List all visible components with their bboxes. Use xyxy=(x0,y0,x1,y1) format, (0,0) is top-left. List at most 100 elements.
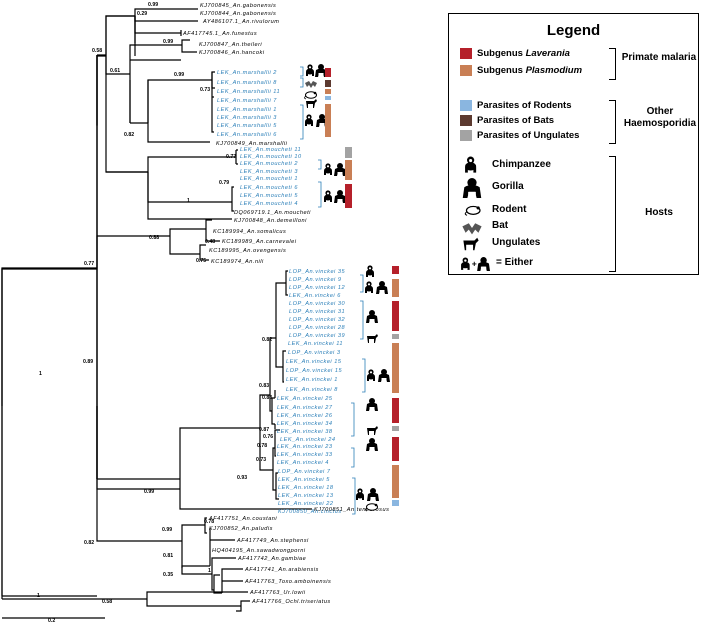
tip-label: LEK_An.vinckei 13 xyxy=(278,493,334,499)
support-value: 0.89 xyxy=(83,359,93,365)
host-bar xyxy=(392,334,399,339)
support-value: 0.99 xyxy=(144,489,154,495)
host-bar xyxy=(392,279,399,297)
chimpanzee-icon xyxy=(366,265,374,277)
hosts-label: Hosts xyxy=(645,207,673,218)
support-value: 0.73 xyxy=(256,457,266,463)
host-bar xyxy=(392,437,399,461)
tip-label: LEK_An.vinckei 38 xyxy=(277,429,333,435)
gorilla-icon xyxy=(366,310,378,323)
tip-label: AF417741_An.arabiensis xyxy=(244,567,319,573)
tip-label: KJ700852_An.paludis xyxy=(209,526,273,532)
support-value: 0.77 xyxy=(84,261,94,267)
primate-malaria-label: Primate malaria xyxy=(621,52,697,63)
tip-label: AF417751_An.coustani xyxy=(208,516,277,522)
tip-label: KJ700848_An.demeilloni xyxy=(234,218,307,224)
tip-label: LEK_An.vinckei 33 xyxy=(277,452,333,458)
tip-label: AF417742_An.gambiae xyxy=(237,556,306,562)
tip-label: LOP_An.vinckei 30 xyxy=(289,301,345,307)
tip-label: AF417763_Ur.lowii xyxy=(249,590,306,596)
support-values: 0.99 0.29 0.58 0.99 0.61 0.99 0.73 0.82 … xyxy=(37,2,273,624)
tip-label: LEK_An.vinckei 22 xyxy=(278,501,334,507)
host-bar xyxy=(325,104,331,137)
host-bar xyxy=(392,266,399,274)
ungulate-icon xyxy=(306,99,317,108)
chimpanzee-icon xyxy=(365,281,373,293)
tip-label: KJ700845_An.gabonensis xyxy=(200,3,276,9)
support-value: 0.82 xyxy=(84,540,94,546)
tip-label: AF417749_An.stephensi xyxy=(236,538,309,544)
tip-label: LEK_An.vinckei 26 xyxy=(277,413,333,419)
host-bar xyxy=(325,89,331,94)
tip-label: LEK_An.moucheti 1 xyxy=(240,176,298,182)
support-value: 0.82 xyxy=(262,337,272,343)
tip-label: LEK_An.marshallii 7 xyxy=(217,98,277,104)
tip-label: LEK_An.marshallii 2 xyxy=(217,70,277,76)
bat-icon xyxy=(305,81,317,88)
tree-branches xyxy=(1,8,312,619)
tip-label: KJ700851_An.tenebrosus xyxy=(314,507,389,513)
support-value: 0.75 xyxy=(196,258,206,264)
tip-label: LOP_An.vinckei 15 xyxy=(286,368,342,374)
tip-label: LEK_An.marshallii 1 xyxy=(217,107,277,113)
support-value: 0.48 xyxy=(205,239,215,245)
tip-label: KJ700847_An.theileri xyxy=(199,42,262,48)
support-value: 0.88 xyxy=(149,235,159,241)
chimpanzee-icon xyxy=(324,163,332,175)
host-bar xyxy=(345,160,352,180)
support-value: 0.79 xyxy=(219,180,229,186)
chimpanzee-icon xyxy=(356,488,364,500)
tip-label: LEK_An.vinckei 4 xyxy=(277,460,329,466)
tip-label: AF417763_Toxo.amboinensis xyxy=(244,579,331,585)
host-bar xyxy=(392,426,399,431)
tip-label: LEK_An.vinckei 15 xyxy=(286,359,342,365)
ungulate-icon xyxy=(367,426,378,435)
gorilla-icon xyxy=(334,163,346,176)
host-bar xyxy=(345,147,352,158)
tip-label: LEK_An.vinckei 25 xyxy=(277,396,333,402)
tip-label: LOP_An.vinckei 12 xyxy=(289,285,345,291)
tip-label: LEK_An.vinckei 11 xyxy=(288,341,343,347)
ungulate-icon xyxy=(463,237,479,251)
support-value: 0.61 xyxy=(110,68,120,74)
support-value: 0.99 xyxy=(148,2,158,8)
tip-label: LEK_An.moucheti 10 xyxy=(240,154,302,160)
tip-label: KC189974_An.nili xyxy=(211,259,264,265)
support-value: 0.99 xyxy=(162,527,172,533)
support-value: 1 xyxy=(208,568,211,574)
tip-label: LOP_An.vinckei 39 xyxy=(289,333,345,339)
host-bars xyxy=(325,68,399,506)
host-bar xyxy=(392,343,399,393)
support-value: 0.81 xyxy=(163,553,173,559)
support-value: 1 xyxy=(187,198,190,204)
gorilla-icon xyxy=(378,369,390,382)
tip-label: LEK_An.vinckei 8 xyxy=(286,387,338,393)
chimpanzee-icon xyxy=(324,190,332,202)
support-value: 0.99 xyxy=(174,72,184,78)
legend-box: Legend Subgenus Laverania Subgenus Plasm… xyxy=(448,13,699,275)
support-value: 0.77 xyxy=(226,154,236,160)
support-value: 1 xyxy=(37,593,40,599)
tip-label: KJ700844_An.gabonensis xyxy=(200,11,276,17)
tip-label: KJ700849_An.marshallii xyxy=(216,141,288,147)
either-host-icon: + xyxy=(461,257,490,271)
chimpanzee-icon xyxy=(367,369,375,381)
host-bar xyxy=(392,465,399,498)
host-bar xyxy=(392,500,399,506)
bat-icon xyxy=(462,223,482,235)
tip-label: DQ069719.1_An.moucheti xyxy=(234,210,311,216)
tip-label: LEK_An.moucheti 3 xyxy=(240,169,298,175)
host-bar xyxy=(325,96,331,100)
tip-label: LEK_An.vinckei 23 xyxy=(277,444,333,450)
gorilla-icon xyxy=(376,281,388,294)
tip-label: LOP_An.vinckei 9 xyxy=(289,277,341,283)
tip-label: LOP_An.vinckei 32 xyxy=(289,317,345,323)
tip-label: LEK_An.vinckei 18 xyxy=(278,485,334,491)
support-value: 0.78 xyxy=(204,519,214,525)
host-bar xyxy=(345,184,352,208)
tip-label: LOP_An.vinckei 28 xyxy=(289,325,345,331)
gorilla-icon xyxy=(462,178,482,198)
tip-label: LEK_An.vinckei 5 xyxy=(278,477,330,483)
tip-label: LOP_An.vinckei 7 xyxy=(278,469,331,475)
host-bar xyxy=(325,68,331,77)
